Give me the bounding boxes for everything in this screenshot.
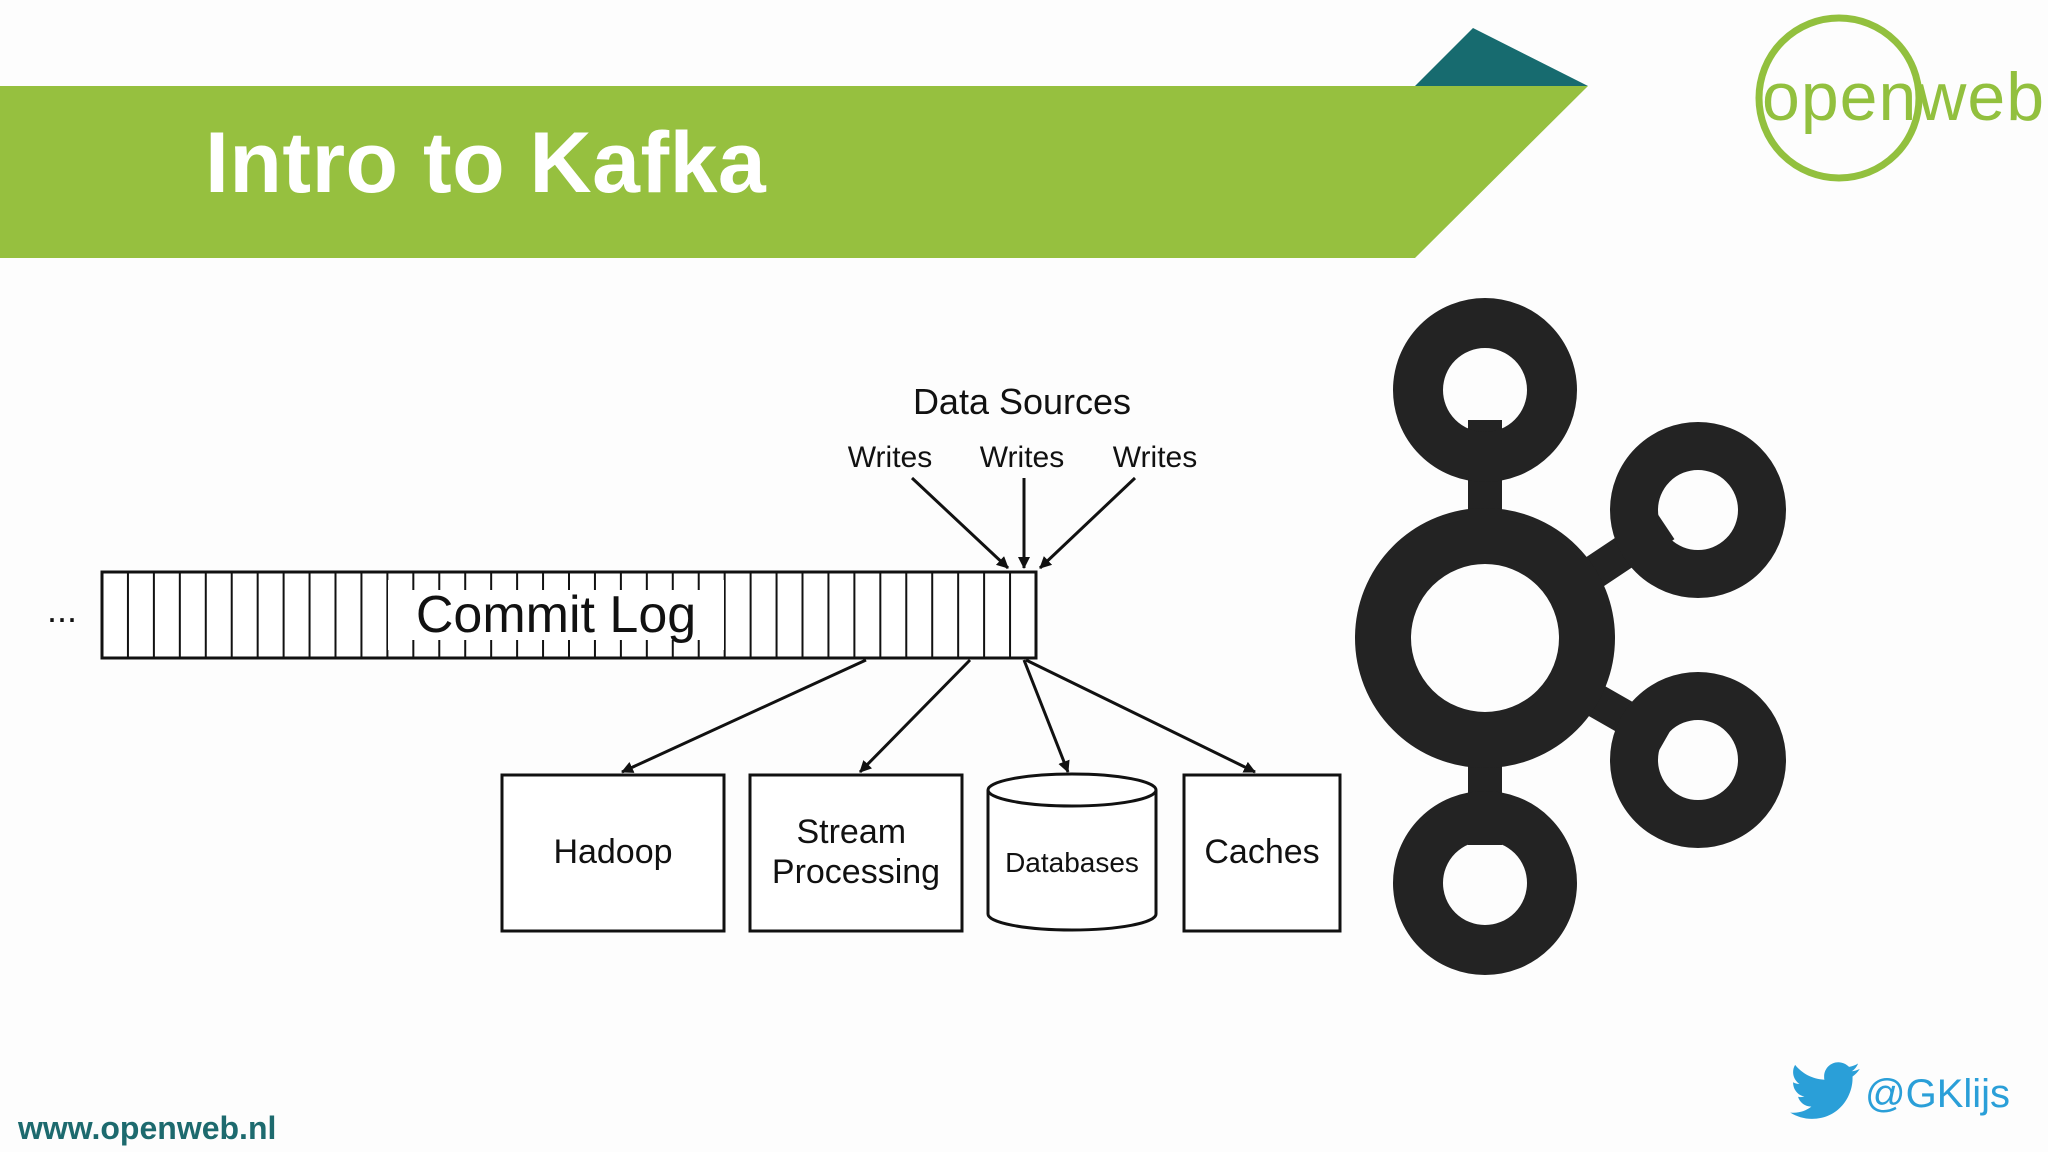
openweb-logo: openweb: [1762, 59, 2046, 135]
commit-log: Commit Log: [100, 570, 1038, 660]
hadoop-box: [500, 773, 726, 933]
write-arrow-3: [1038, 476, 1137, 570]
hadoop-label: Hadoop: [553, 833, 672, 871]
footer-url[interactable]: www.openweb.nl: [18, 1110, 277, 1146]
read-arrow-caches: [1025, 658, 1256, 774]
banner-teal-triangle: [1415, 28, 1588, 86]
commit-log-label-bg: [388, 580, 724, 650]
ellipsis-label: ...: [47, 589, 77, 630]
commit-log-label-ticks: [412, 580, 700, 650]
databases-cylinder: [986, 772, 1158, 932]
page-title: Intro to Kafka: [205, 115, 767, 211]
read-arrow-stream: [858, 658, 972, 774]
databases-top: [986, 772, 1158, 808]
twitter-handle[interactable]: @GKlijs: [1865, 1072, 2011, 1116]
caches-box: [1182, 773, 1342, 933]
data-sources-label: Data Sources: [913, 381, 1131, 422]
stream-processing-box: [748, 773, 964, 933]
writes-label-3: Writes: [1113, 441, 1197, 474]
read-arrow-databases: [1022, 659, 1070, 773]
banner-green: [0, 86, 1588, 258]
writes-label-1: Writes: [848, 441, 932, 474]
twitter-bird-icon: [1790, 1062, 1860, 1119]
commit-log-label: Commit Log: [416, 586, 696, 644]
stream-processing-label: Stream Processing: [772, 813, 940, 891]
databases-label: Databases: [1005, 847, 1139, 878]
logo-ring: [1755, 14, 1923, 182]
caches-label: Caches: [1204, 833, 1319, 871]
writes-label-2: Writes: [980, 441, 1064, 474]
write-arrow-1: [910, 476, 1010, 570]
read-arrow-hadoop: [621, 658, 867, 774]
databases-body: [986, 790, 1158, 932]
